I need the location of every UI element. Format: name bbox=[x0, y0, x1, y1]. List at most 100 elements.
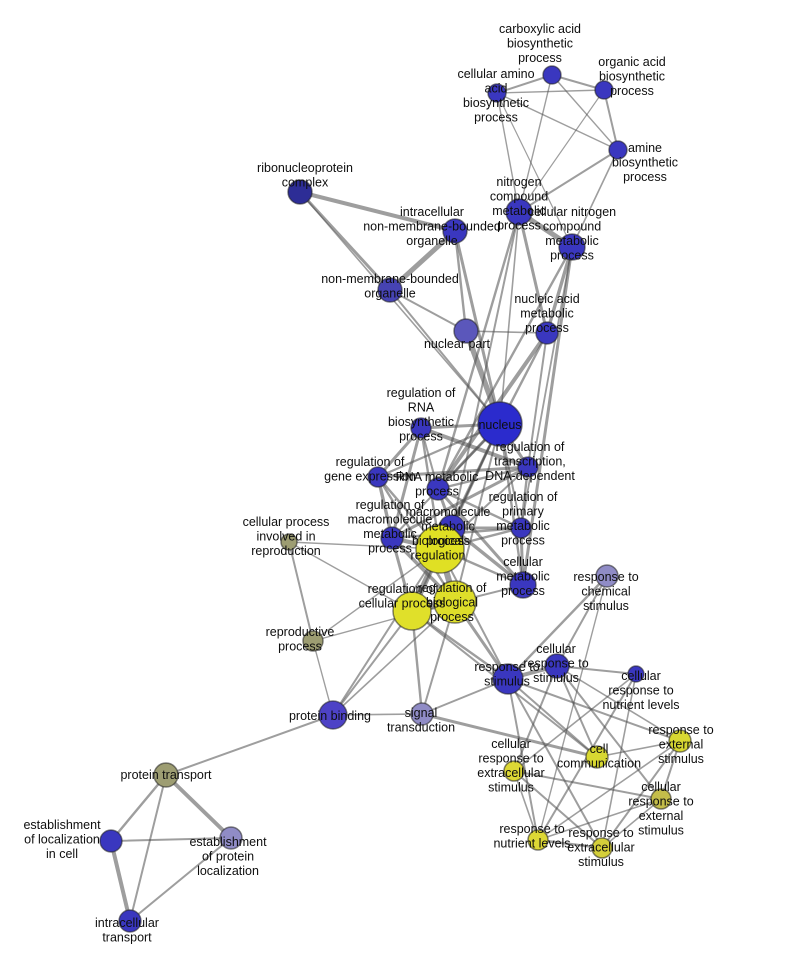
node-namp[interactable] bbox=[535, 321, 559, 345]
edge-respStim-respChem bbox=[506, 574, 609, 681]
node-oaBio[interactable] bbox=[594, 80, 614, 100]
edge-caBio-ncmp bbox=[518, 74, 553, 213]
node-respExt[interactable] bbox=[668, 729, 692, 753]
node-cellRespNutr[interactable] bbox=[627, 665, 645, 683]
edge-respNutr-cellRespExt bbox=[537, 798, 662, 841]
node-regGene[interactable] bbox=[367, 466, 389, 488]
edge-respStim-respExtra bbox=[507, 678, 603, 849]
node-rnaMet[interactable] bbox=[426, 477, 450, 501]
node-bioReg[interactable] bbox=[415, 524, 465, 574]
edge-nucleus-cellMet bbox=[498, 422, 525, 587]
edge-ncmp-namp bbox=[517, 210, 549, 335]
node-aaBio[interactable] bbox=[487, 83, 507, 103]
edge-protTrans-intraTrans bbox=[129, 774, 167, 922]
node-cellRespExtra[interactable] bbox=[503, 760, 525, 782]
node-regPrim[interactable] bbox=[510, 517, 532, 539]
node-rnp[interactable] bbox=[287, 179, 313, 205]
edge-cellRespStim-cellRespExt bbox=[556, 665, 662, 800]
node-regRna[interactable] bbox=[410, 417, 432, 439]
edge-aaBio-cncmp bbox=[496, 92, 573, 248]
edge-respExtra-cellRespExt bbox=[601, 798, 662, 849]
edge-cellRespNutr-respExtra bbox=[601, 673, 637, 849]
edge-ncmp-nucleus bbox=[499, 211, 520, 425]
edge-rnaMet-cellMet bbox=[436, 487, 525, 587]
node-amBio[interactable] bbox=[608, 140, 628, 160]
node-regMacro[interactable] bbox=[380, 526, 404, 550]
edge-estProtLoc-intraTrans bbox=[129, 837, 232, 922]
edge-cpir-reproc bbox=[288, 541, 314, 642]
node-regTx[interactable] bbox=[517, 456, 539, 478]
node-sigTrans[interactable] bbox=[410, 702, 434, 726]
node-nmbo[interactable] bbox=[377, 277, 403, 303]
node-reproc[interactable] bbox=[302, 630, 324, 652]
edge-protTrans-estProtLoc bbox=[164, 773, 233, 840]
edge-caBio-amBio bbox=[551, 74, 619, 151]
edge-nmbo-nucleus bbox=[389, 289, 501, 425]
edge-regTx-regMacro bbox=[390, 465, 530, 540]
edge-ncmp-rnaMet bbox=[436, 210, 521, 491]
edge-inmbo-nmbo bbox=[387, 228, 458, 293]
edge-rnp-inmbo bbox=[298, 190, 457, 233]
edge-macroMet-cellMet bbox=[450, 526, 525, 587]
node-protBind[interactable] bbox=[318, 700, 348, 730]
node-ncmp[interactable] bbox=[505, 198, 533, 226]
edge-ncmp-macroMet bbox=[451, 211, 520, 529]
node-estProtLoc[interactable] bbox=[219, 826, 243, 850]
edge-cncmp-namp bbox=[545, 245, 574, 335]
edge-rnp-nucleus bbox=[299, 191, 501, 425]
edge-cellRespStim-cellRespExtra bbox=[513, 665, 558, 772]
node-protTrans[interactable] bbox=[153, 762, 179, 788]
edge-cellRespStim-cellComm bbox=[556, 665, 598, 758]
edge-oaBio-amBio bbox=[603, 89, 619, 151]
edge-rnaMet-regPrim bbox=[436, 487, 523, 530]
edge-protBind-sigTrans bbox=[332, 713, 423, 716]
node-inmbo[interactable] bbox=[442, 218, 468, 244]
edge-aaBio-amBio bbox=[496, 92, 619, 151]
node-respExtra[interactable] bbox=[591, 837, 613, 859]
edge-respExt-cellComm bbox=[596, 740, 681, 758]
node-cellRespExt[interactable] bbox=[650, 788, 672, 810]
edge-regRna-regGene bbox=[376, 426, 423, 479]
edge-estLocCell-intraTrans bbox=[109, 839, 132, 923]
node-cellRespStim[interactable] bbox=[544, 653, 570, 679]
edge-respExtra-cellRespExtra bbox=[513, 770, 603, 849]
node-npart[interactable] bbox=[453, 318, 479, 344]
node-respStim[interactable] bbox=[492, 663, 524, 695]
node-respNutr[interactable] bbox=[527, 829, 549, 851]
node-caBio[interactable] bbox=[542, 65, 562, 85]
node-cellMet[interactable] bbox=[509, 571, 537, 599]
node-regCell[interactable] bbox=[392, 591, 432, 631]
edge-cpir-regCell bbox=[288, 541, 413, 612]
edge-aaBio-ncmp bbox=[496, 92, 520, 213]
node-regBio[interactable] bbox=[433, 580, 477, 624]
edge-cellComm-sigTrans bbox=[420, 712, 599, 759]
edge-regRna-regTx bbox=[419, 426, 530, 469]
edge-namp-npart bbox=[465, 330, 548, 334]
edge-cellRespStim-respChem bbox=[556, 575, 608, 667]
edge-amBio-ncmp bbox=[518, 149, 619, 213]
edge-cncmp-regPrim bbox=[520, 246, 573, 529]
edge-protBind-regCell bbox=[332, 610, 413, 716]
edge-regTx-regGene bbox=[376, 465, 530, 479]
edge-protBind-regBio bbox=[332, 601, 456, 716]
edge-namp-regTx bbox=[527, 332, 548, 468]
node-intraTrans[interactable] bbox=[118, 909, 142, 933]
node-estLocCell[interactable] bbox=[99, 829, 123, 853]
node-cncmp[interactable] bbox=[558, 233, 586, 261]
node-cpir[interactable] bbox=[280, 533, 298, 551]
edge-regTx-rnaMet bbox=[436, 465, 530, 491]
edge-cellRespExtra-respNutr bbox=[513, 770, 539, 841]
node-cellComm[interactable] bbox=[585, 745, 609, 769]
nodes-layer bbox=[99, 65, 692, 933]
node-respChem[interactable] bbox=[595, 564, 619, 588]
edge-reproc-bioReg bbox=[312, 548, 441, 642]
edge-oaBio-aaBio bbox=[496, 89, 605, 94]
edge-protBind-bioReg bbox=[332, 548, 441, 716]
edge-cncmp-cellMet bbox=[521, 245, 574, 587]
node-nucleus[interactable] bbox=[477, 401, 523, 447]
edge-cncmp-rnaMet bbox=[436, 245, 574, 491]
